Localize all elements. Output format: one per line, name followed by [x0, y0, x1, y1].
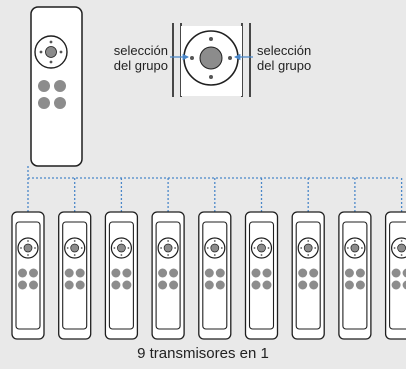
transmitter: [198, 211, 232, 340]
transmitter: [244, 211, 279, 340]
transmitter: [151, 211, 185, 340]
master-remote: [30, 6, 83, 167]
caption: 9 transmisores en 1: [137, 345, 269, 362]
transmitter: [11, 211, 45, 340]
transmitter-row: [11, 211, 406, 340]
transmitter: [291, 211, 325, 340]
connector-lines: [27, 166, 403, 212]
transmitter: [58, 211, 92, 340]
selector-detail: [170, 23, 253, 97]
group-select-label-right: selección del grupo: [257, 43, 312, 73]
transmitter: [338, 211, 372, 340]
transmitter: [104, 211, 139, 340]
transmitter: [384, 211, 406, 340]
group-select-label-left: selección del grupo: [113, 43, 168, 73]
